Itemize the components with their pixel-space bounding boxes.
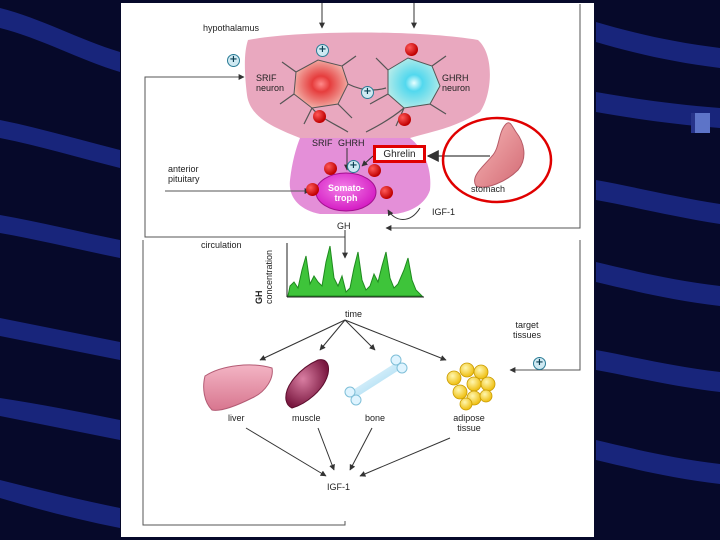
ghrh-label: GHRH [338, 138, 365, 148]
hormone-dot [324, 162, 337, 175]
stomach-highlight-circle [441, 116, 553, 204]
hypothalamus-label: hypothalamus [203, 23, 260, 33]
hormone-dot [398, 113, 411, 126]
gh-pulse-chart [286, 243, 424, 298]
muscle-label: muscle [292, 413, 321, 423]
stomach-label: stomach [471, 184, 506, 194]
right-feedback-loop [142, 240, 346, 526]
stomach-image [474, 122, 525, 188]
bone-label: bone [365, 413, 386, 423]
hormone-dot [380, 186, 393, 199]
srif-label: SRIF [312, 138, 333, 148]
ghrelin-label: Ghrelin [383, 149, 416, 160]
plus-symbol-1: + [316, 44, 329, 57]
hormone-dot [405, 43, 418, 56]
ghrh-neuron-cell [369, 55, 447, 127]
bone-image [344, 354, 408, 406]
circulation-label: circulation [201, 240, 242, 250]
adipose-image [446, 362, 496, 411]
igf1-bottom-label: IGF-1 [327, 482, 351, 492]
muscle-image [285, 359, 329, 409]
liver-label: liver [228, 413, 245, 423]
ghrelin-highlight-box: Ghrelin [373, 145, 426, 163]
hormone-dot [368, 164, 381, 177]
igf1-feedback-label: IGF-1 [432, 207, 456, 217]
somatotroph-label: Somato-troph [328, 183, 364, 203]
hormone-dot [306, 183, 319, 196]
hypothalamus-region [244, 32, 490, 138]
time-label: time [345, 309, 363, 319]
srif-neuron-cell [279, 55, 357, 125]
plus-symbol-5: + [533, 357, 546, 370]
plus-symbol-2: + [227, 54, 240, 67]
plus-symbol-4: + [347, 160, 360, 173]
gh-label: GH [337, 221, 351, 231]
hormone-dot [313, 110, 326, 123]
liver-image [203, 364, 273, 411]
plus-symbol-3: + [361, 86, 374, 99]
